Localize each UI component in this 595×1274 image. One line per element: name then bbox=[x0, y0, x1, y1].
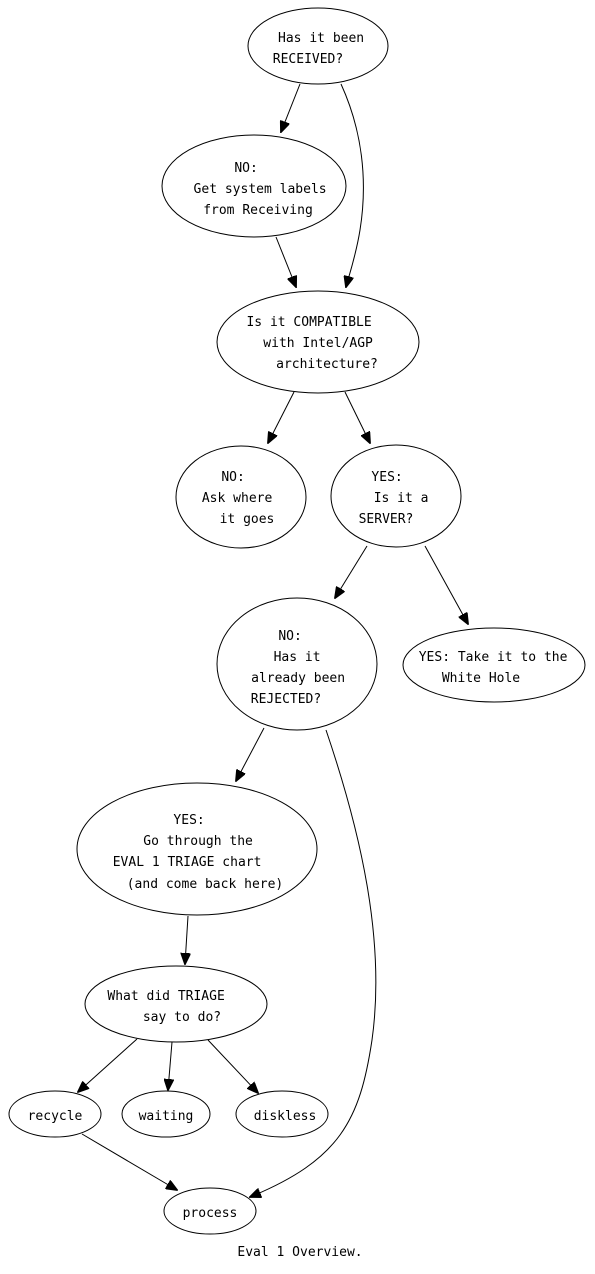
edge-server-to-white-hole bbox=[424, 545, 468, 624]
node-ask-where bbox=[175, 445, 307, 549]
node-get-labels bbox=[161, 134, 347, 238]
label-compatible: Is it COMPATIBLE with Intel/AGP architec… bbox=[246, 315, 380, 372]
label-waiting: waiting bbox=[139, 1109, 194, 1124]
edge-received-to-get-labels bbox=[281, 83, 301, 132]
edge-get-labels-to-compatible bbox=[275, 236, 296, 287]
edge-rejected-to-process bbox=[250, 729, 377, 1197]
node-received bbox=[247, 7, 389, 85]
node-white-hole bbox=[402, 627, 586, 703]
label-process: process bbox=[183, 1206, 238, 1221]
node-rejected bbox=[216, 597, 378, 731]
label-ask-where: NO: Ask where it goes bbox=[202, 470, 280, 527]
edge-triage-chart-to-triage-say bbox=[185, 915, 188, 964]
node-triage-say bbox=[84, 965, 268, 1043]
edge-compatible-to-ask-where bbox=[268, 391, 295, 443]
node-recycle bbox=[8, 1090, 102, 1138]
edge-recycle-to-process bbox=[81, 1133, 177, 1190]
edge-compatible-to-server bbox=[344, 391, 370, 443]
node-diskless bbox=[235, 1090, 329, 1138]
edge-server-to-rejected bbox=[335, 545, 368, 598]
label-diskless: diskless bbox=[254, 1109, 317, 1124]
edge-triage-say-to-waiting bbox=[168, 1041, 172, 1090]
label-server: YES: Is it a SERVER? bbox=[359, 470, 437, 527]
edge-rejected-to-triage-chart bbox=[236, 727, 265, 781]
node-labels: Has it been RECEIVED? NO: Get system lab… bbox=[28, 31, 576, 1221]
node-server bbox=[330, 444, 462, 548]
label-triage-chart: YES: Go through the EVAL 1 TRIAGE chart … bbox=[113, 813, 284, 892]
label-rejected: NO: Has it already been REJECTED? bbox=[251, 629, 353, 707]
label-white-hole: YES: Take it to the White Hole bbox=[419, 650, 576, 686]
node-compatible bbox=[216, 290, 420, 394]
diagram-caption: Eval 1 Overview. bbox=[237, 1245, 362, 1260]
label-triage-say: What did TRIAGE say to do? bbox=[107, 989, 232, 1025]
nodes bbox=[8, 7, 586, 1235]
label-received: Has it been RECEIVED? bbox=[273, 31, 372, 67]
node-process bbox=[163, 1187, 257, 1235]
label-get-labels: NO: Get system labels from Receiving bbox=[194, 161, 335, 218]
edge-triage-say-to-diskless bbox=[207, 1039, 258, 1093]
node-triage-chart bbox=[76, 782, 318, 916]
edges bbox=[78, 83, 468, 1197]
edge-received-to-compatible bbox=[340, 83, 364, 287]
edge-triage-say-to-recycle bbox=[78, 1038, 138, 1092]
node-waiting bbox=[121, 1090, 211, 1138]
label-recycle: recycle bbox=[28, 1109, 83, 1124]
